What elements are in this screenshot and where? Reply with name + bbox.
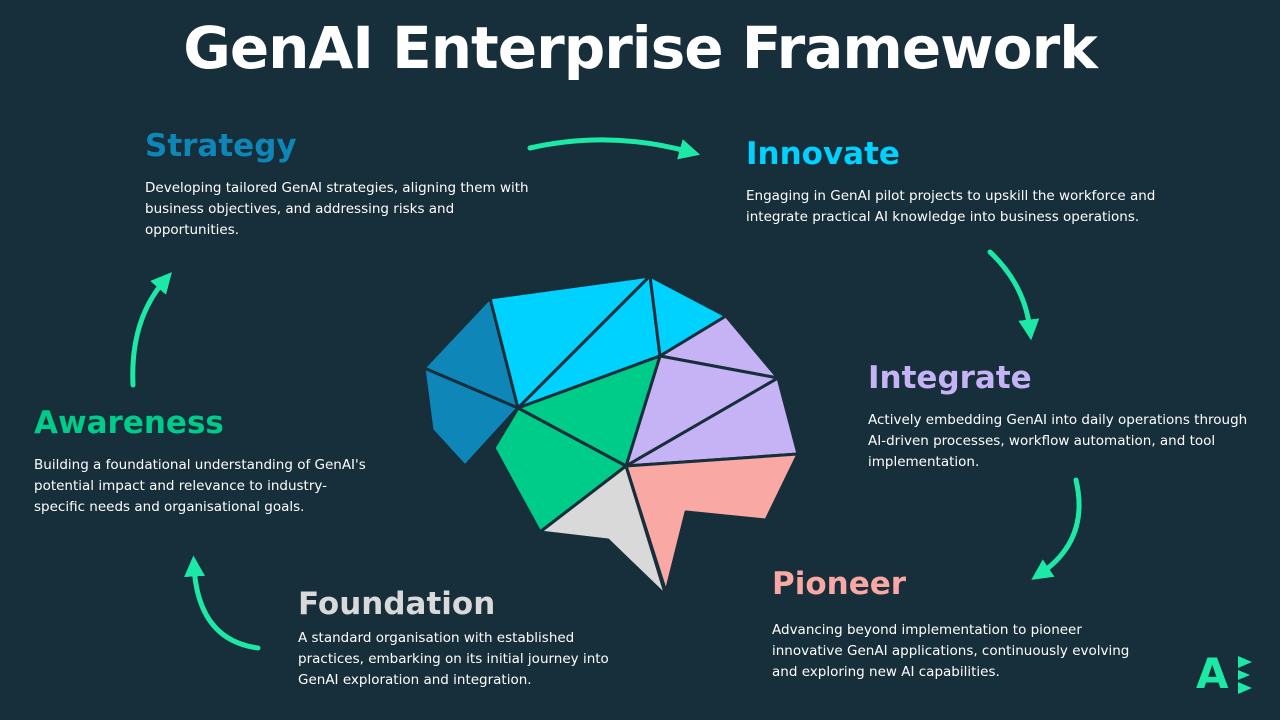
stage-heading: Integrate: [868, 360, 1032, 396]
stage-awareness: Awareness Building a foundational unders…: [34, 405, 374, 518]
stage-pioneer: Pioneer Advancing beyond implementation …: [772, 566, 1142, 683]
arrow-strategy-to-innovate: [527, 137, 701, 160]
cycle-arrows: [130, 137, 1082, 651]
arrow-integrate-to-pioneer: [1031, 477, 1082, 580]
stage-description: Building a foundational understanding of…: [34, 457, 366, 515]
brand-a-logo-icon: A: [1196, 650, 1252, 694]
arrow-awareness-to-strategy: [130, 272, 172, 388]
stage-description: Engaging in GenAI pilot projects to upsk…: [746, 188, 1156, 225]
stage-foundation: Foundation A standard organisation with …: [298, 586, 618, 691]
stage-innovate: Innovate Engaging in GenAI pilot project…: [746, 136, 1166, 228]
logo-letter: A: [1196, 650, 1229, 694]
stage-strategy: Strategy Developing tailored GenAI strat…: [145, 128, 535, 241]
arrow-innovate-to-integrate: [987, 249, 1040, 341]
stage-description: Advancing beyond implementation to pione…: [772, 622, 1130, 680]
stage-heading: Awareness: [34, 405, 224, 441]
arrow-foundation-to-awareness: [184, 555, 261, 651]
page-title: GenAI Enterprise Framework: [183, 14, 1098, 82]
stage-description: Developing tailored GenAI strategies, al…: [145, 180, 529, 238]
brain-illustration: [422, 274, 800, 598]
stage-description: Actively embedding GenAI into daily oper…: [868, 412, 1248, 470]
stage-integrate: Integrate Actively embedding GenAI into …: [868, 360, 1248, 473]
brain-facet-strategy: [422, 366, 520, 468]
stage-heading: Strategy: [145, 128, 297, 164]
stage-heading: Innovate: [746, 136, 900, 172]
stage-heading: Pioneer: [772, 566, 907, 602]
stage-heading: Foundation: [298, 586, 496, 622]
brain-facet-foundation: [538, 464, 668, 598]
stage-description: A standard organisation with established…: [298, 630, 609, 688]
